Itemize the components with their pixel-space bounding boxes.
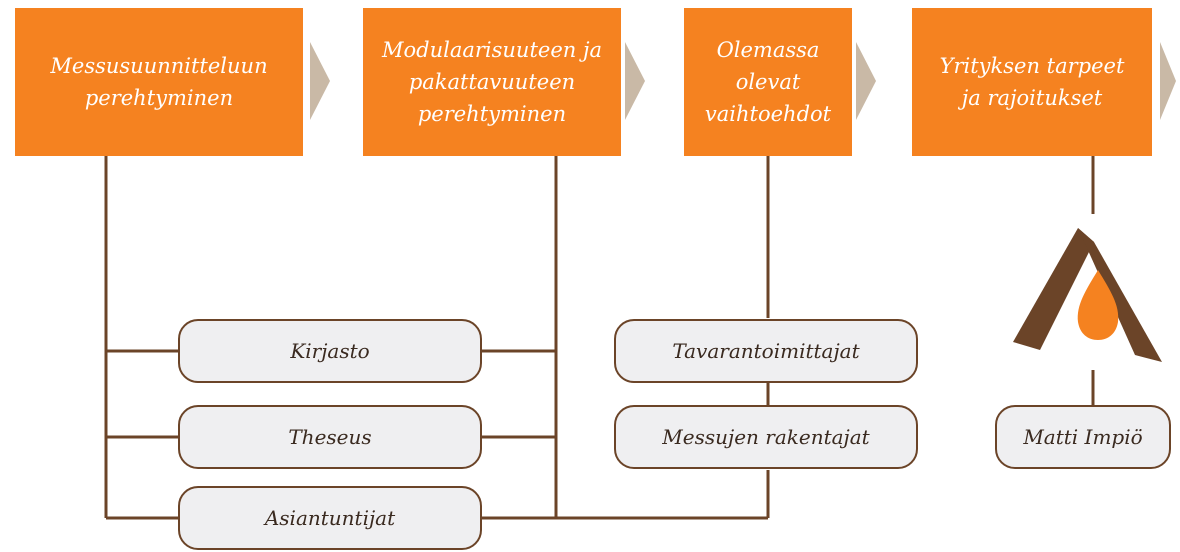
step-yrityksen-tarpeet: Yrityksen tarpeet ja rajoitukset (912, 8, 1152, 156)
step-modulaarisuus: Modulaarisuuteen ja pakattavuuteen pereh… (363, 8, 621, 156)
source-tavarantoimittajat: Tavarantoimittajat (614, 319, 918, 383)
source-asiantuntijat: Asiantuntijat (178, 486, 482, 550)
chevron-arrow-icon (856, 42, 876, 120)
chevron-arrow-icon (625, 42, 645, 120)
source-matti-impio: Matti Impiö (995, 405, 1171, 469)
chevron-arrow-icon (1160, 42, 1176, 120)
source-theseus: Theseus (178, 405, 482, 469)
step-messusuunnittelu: Messusuunnitteluun perehtyminen (15, 8, 303, 156)
source-messujen-rakentajat: Messujen rakentajat (614, 405, 918, 469)
company-logo-icon (1013, 228, 1162, 362)
source-kirjasto: Kirjasto (178, 319, 482, 383)
chevron-arrow-icon (310, 42, 330, 120)
step-olemassa-olevat: Olemassa olevat vaihtoehdot (684, 8, 852, 156)
